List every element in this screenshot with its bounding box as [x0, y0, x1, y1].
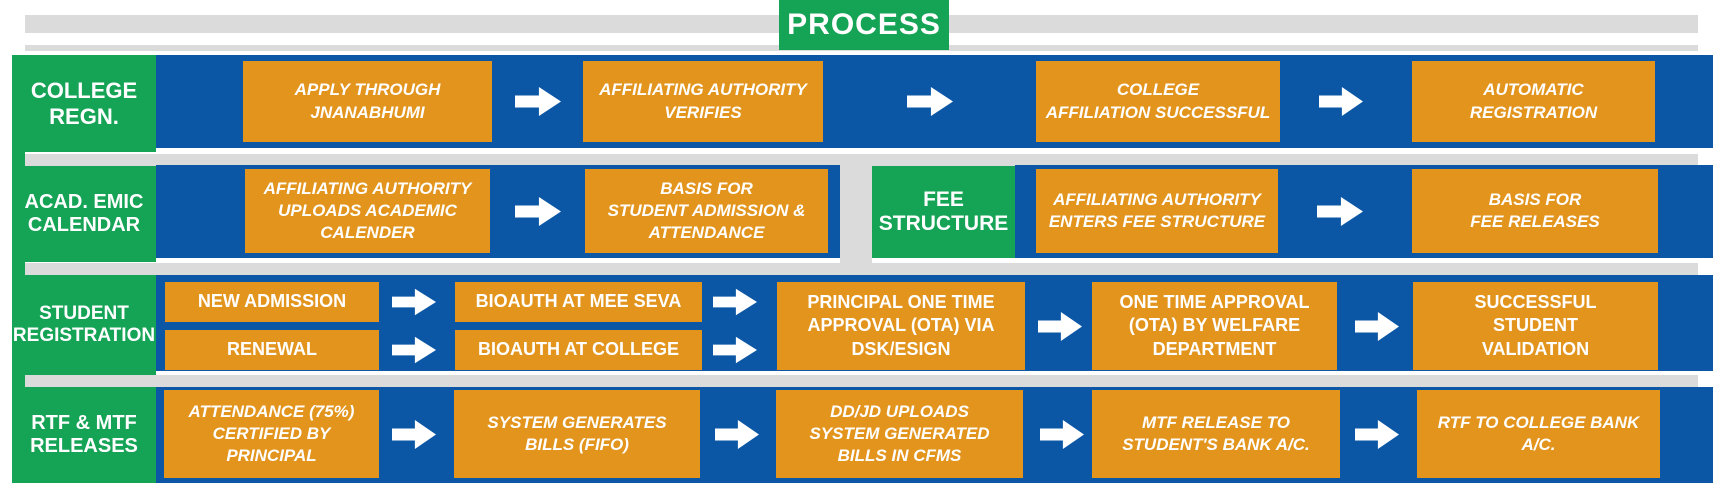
step-authority-verifies: AFFILIATING AUTHORITY VERIFIES	[583, 61, 823, 142]
step-bioauth-college: BIOAUTH AT COLLEGE	[455, 330, 702, 370]
step-system-generates-bills: SYSTEM GENERATES BILLS (FIFO)	[454, 390, 700, 478]
step-renewal: RENEWAL	[165, 330, 379, 370]
step-principal-ota: PRINCIPAL ONE TIME APPROVAL (OTA) VIA DS…	[777, 282, 1025, 370]
row-label-academic: ACAD. EMIC CALENDAR	[12, 166, 156, 262]
step-apply-jnanabhumi: APPLY THROUGH JNANABHUMI	[243, 61, 492, 142]
step-ddjd-uploads-cfms: DD/JD UPLOADS SYSTEM GENERATED BILLS IN …	[776, 390, 1023, 478]
step-enters-fee-structure: AFFILIATING AUTHORITY ENTERS FEE STRUCTU…	[1036, 169, 1278, 253]
step-uploads-academic-calender: AFFILIATING AUTHORITY UPLOADS ACADEMIC C…	[245, 169, 490, 253]
step-new-admission: NEW ADMISSION	[165, 282, 379, 322]
label-notch	[12, 152, 25, 166]
separator-bar	[25, 263, 1698, 275]
step-basis-fee-releases: BASIS FOR FEE RELEASES	[1412, 169, 1658, 253]
row-label-rtf: RTF & MTF RELEASES	[12, 387, 156, 483]
step-basis-admission-attendance: BASIS FOR STUDENT ADMISSION & ATTENDANCE	[585, 169, 828, 253]
step-welfare-ota: ONE TIME APPROVAL (OTA) BY WELFARE DEPAR…	[1092, 282, 1337, 370]
step-rtf-college-bank: RTF TO COLLEGE BANK A/C.	[1417, 390, 1660, 478]
label-notch	[12, 262, 25, 275]
step-bioauth-mee-seva: BIOAUTH AT MEE SEVA	[455, 282, 702, 322]
step-automatic-registration: AUTOMATIC REGISTRATION	[1412, 61, 1655, 142]
row-label-college: COLLEGE REGN.	[12, 55, 156, 152]
step-mtf-release: MTF RELEASE TO STUDENT'S BANK A/C.	[1092, 390, 1340, 478]
page-title: PROCESS	[779, 0, 949, 50]
separator-bar	[25, 375, 1698, 387]
section-divider-bar	[840, 154, 872, 275]
row-label-fee-structure: FEE STRUCTURE	[872, 166, 1015, 258]
step-attendance-certified: ATTENDANCE (75%) CERTIFIED BY PRINCIPAL	[164, 390, 379, 478]
step-affiliation-successful: COLLEGE AFFILIATION SUCCESSFUL	[1036, 61, 1280, 142]
label-notch	[12, 375, 25, 387]
step-successful-validation: SUCCESSFUL STUDENT VALIDATION	[1413, 282, 1658, 370]
row-label-student: STUDENT REGISTRATION	[12, 275, 156, 375]
